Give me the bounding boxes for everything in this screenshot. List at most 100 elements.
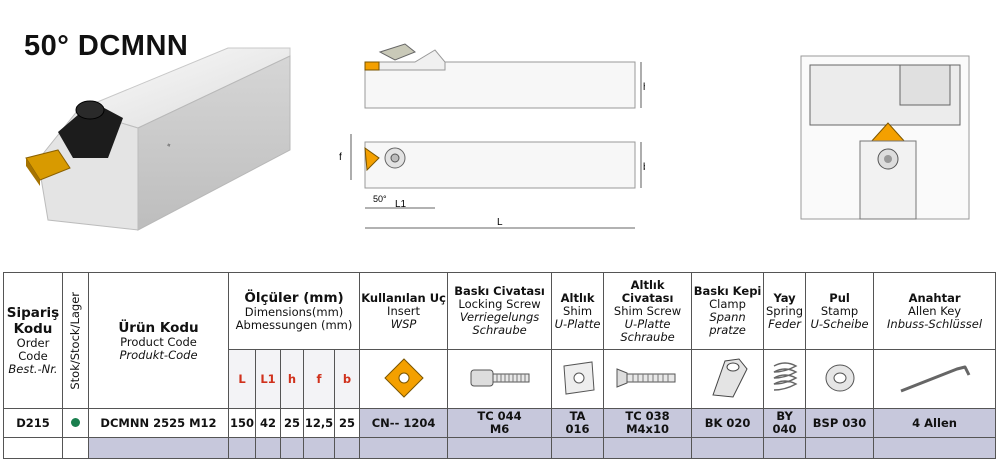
insert-de: WSP: [390, 316, 417, 331]
olculer-en: Dimensions(mm): [244, 305, 344, 319]
dim-h-header: h: [280, 349, 304, 409]
shim-en: Shim: [563, 303, 593, 318]
empty-row: [3, 437, 997, 459]
locking-screw-de: Verriegelungs Schraube: [459, 310, 540, 337]
dim-l1-label: L1: [395, 199, 407, 210]
shim-screw-header: Altlık Civatası Shim Screw U-Platte Schr…: [603, 272, 693, 350]
urun-header: Ürün Kodu Product Code Produkt-Code: [88, 272, 229, 409]
stamp-cell: BSP 030: [805, 408, 875, 438]
detail-view-image: [800, 55, 970, 220]
allen-key-icon: [899, 365, 970, 392]
empty-cell: [62, 437, 89, 459]
screw-icon: [470, 369, 530, 386]
shim-de: U-Platte: [554, 316, 601, 331]
clamp-cell: BK 020: [691, 408, 765, 438]
spring-code: BY: [776, 409, 793, 423]
empty-cell: [88, 437, 229, 459]
product-spec-table: Sipariş Kodu Order Code Best.-Nr. Stok/S…: [3, 272, 997, 459]
insert-header: Kullanılan Uç Insert WSP: [359, 272, 449, 350]
key-header: Anahtar Allen Key Inbuss-Schlüssel: [873, 272, 997, 350]
clamp-en: Clamp: [709, 297, 746, 311]
clamp-header: Baskı Kepi Clamp Spann pratze: [691, 272, 765, 350]
stock-cell: [62, 408, 89, 438]
spring-header: Yay Spring Feder: [763, 272, 807, 350]
insert-cell: CN-- 1204: [359, 408, 449, 438]
insert-en: Insert: [387, 303, 421, 318]
shim-screw-icon: [616, 367, 676, 388]
shim-number: 016: [565, 422, 590, 436]
order-code-cell: D215: [3, 408, 63, 438]
spring-de: Feder: [768, 316, 801, 331]
key-icon-cell: [873, 349, 997, 409]
locking-screw-tr: Baskı Civatası: [454, 284, 545, 298]
dim-f-header: f: [303, 349, 335, 409]
shim-icon: [563, 360, 595, 395]
shim-tr: Altlık: [560, 290, 595, 305]
dim-f-label: f: [339, 152, 342, 163]
stamp-en: Stamp: [820, 303, 859, 318]
table-row: D215 DCMNN 2525 M12 150 42 25 12,5 25 CN…: [3, 408, 997, 438]
page-title: 50° DCMNN: [24, 30, 189, 62]
shim-screw-en: Shim Screw: [613, 303, 682, 318]
svg-text:⌖: ⌖: [166, 141, 173, 150]
stok-label: Stok/Stock/Lager: [68, 291, 82, 390]
olculer-de: Abmessungen (mm): [235, 318, 353, 332]
stok-header: Stok/Stock/Lager: [62, 272, 89, 409]
dim-b-cell: 25: [333, 408, 361, 438]
olculer-tr: Ölçüler (mm): [244, 290, 344, 306]
key-cell: 4 Allen: [873, 408, 997, 438]
insert-icon: [383, 357, 424, 398]
empty-cell: [333, 437, 361, 459]
spring-icon-cell: [763, 349, 807, 409]
shim-code: TA: [569, 409, 586, 423]
dim-L1-cell: 42: [255, 408, 281, 438]
empty-cell: [228, 437, 256, 459]
spring-en: Spring: [765, 303, 804, 318]
siparis-header: Sipariş Kodu Order Code Best.-Nr.: [3, 272, 63, 409]
shim-screw-code: TC 038: [625, 409, 670, 423]
dim-b-label: b: [643, 162, 645, 173]
empty-cell: [763, 437, 807, 459]
locking-screw-size: M6: [489, 422, 510, 436]
spring-tr: Yay: [773, 290, 796, 305]
stamp-de: U-Scheibe: [810, 316, 869, 331]
empty-cell: [303, 437, 335, 459]
dim-L-cell: 150: [228, 408, 256, 438]
shim-screw-tr: Altlık Civatası: [621, 277, 674, 305]
locking-screw-en: Locking Screw: [458, 297, 541, 311]
dim-L-header: L: [228, 349, 256, 409]
shim-screw-de: U-Platte Schraube: [620, 316, 675, 344]
shim-screw-size: M4x10: [626, 422, 669, 436]
spring-icon: [773, 361, 798, 391]
shim-screw-icon-cell: [603, 349, 693, 409]
insert-tr: Kullanılan Uç: [361, 290, 446, 305]
urun-de: Produkt-Code: [119, 347, 198, 362]
empty-cell: [805, 437, 875, 459]
locking-screw-header: Baskı Civatası Locking Screw Verriegelun…: [447, 272, 553, 350]
empty-cell: [447, 437, 553, 459]
urun-tr: Ürün Kodu: [118, 319, 199, 336]
empty-cell: [359, 437, 449, 459]
locking-screw-code: TC 044: [477, 409, 522, 423]
stamp-tr: Pul: [829, 290, 850, 305]
empty-cell: [3, 437, 63, 459]
stamp-header: Pul Stamp U-Scheibe: [805, 272, 875, 350]
insert-icon-cell: [359, 349, 449, 409]
stock-indicator-icon: [71, 417, 80, 427]
clamp-icon: [711, 357, 748, 398]
empty-cell: [873, 437, 997, 459]
empty-cell: [551, 437, 605, 459]
shim-icon-cell: [551, 349, 605, 409]
spring-number: 040: [772, 422, 797, 436]
clamp-tr: Baskı Kepi: [693, 284, 762, 298]
angle-label: 50°: [373, 194, 387, 204]
key-tr: Anahtar: [908, 290, 961, 305]
dim-f-cell: 12,5: [303, 408, 335, 438]
olculer-header: Ölçüler (mm) Dimensions(mm) Abmessungen …: [227, 272, 361, 350]
holder-stamp-text: ⌖: [166, 141, 173, 150]
empty-cell: [691, 437, 765, 459]
